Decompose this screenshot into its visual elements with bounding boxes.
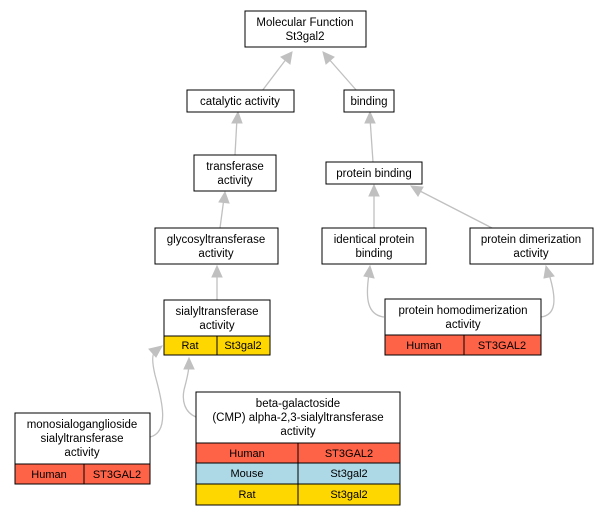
edge-arrowhead: [218, 190, 230, 204]
node-label: sialyltransferase: [175, 306, 258, 318]
edge-monosialo-to-sialyl: [149, 351, 164, 438]
gene-label: St3gal2: [224, 340, 261, 352]
node-monosialoganglioside-activity[interactable]: monosialoganglioside sialyltransferase a…: [14, 412, 151, 485]
node-label: activity: [199, 320, 234, 332]
edge-catalytic-to-root: [261, 57, 288, 92]
annotation-row-rat: Rat St3gal2: [163, 335, 271, 356]
node-label: activity: [217, 175, 252, 187]
node-label: binding: [350, 96, 387, 108]
node-label: beta-galactoside: [256, 398, 340, 410]
node-protein-homodimerization-activity[interactable]: protein homodimerization activity Human …: [384, 298, 542, 356]
edge-homodimer-to-dimerization: [540, 273, 555, 318]
edge-arrowhead: [543, 264, 555, 279]
node-label: glycosyltransferase: [167, 234, 265, 246]
node-label: identical protein: [334, 234, 415, 246]
gene-label: St3gal2: [330, 468, 367, 480]
node-label: binding: [355, 248, 392, 260]
species-label: Mouse: [230, 468, 263, 480]
node-transferase-activity[interactable]: transferase activity: [193, 154, 277, 192]
edge-transferase-to-catalytic: [234, 117, 238, 156]
node-label: St3gal2: [285, 31, 324, 43]
edge-homodimer-to-identical: [366, 273, 385, 318]
node-label: activity: [280, 426, 315, 438]
annotation-row-human: Human ST3GAL2: [384, 334, 542, 356]
annotation-row-mouse: Mouse St3gal2: [195, 462, 401, 485]
species-label: Rat: [181, 340, 198, 352]
edge-arrowhead: [280, 51, 293, 65]
node-molecular-function[interactable]: Molecular Function St3gal2: [244, 10, 367, 48]
edge-binding-to-root: [327, 57, 358, 92]
node-label: sialyltransferase: [40, 433, 123, 445]
annotation-row-rat: Rat St3gal2: [195, 483, 401, 506]
edge-arrowhead: [231, 110, 243, 124]
edge-arrowhead: [322, 51, 335, 65]
node-label: Molecular Function: [256, 17, 353, 29]
gene-cell: [216, 335, 271, 356]
node-label: activity: [445, 319, 480, 331]
edge-arrowhead: [364, 110, 376, 124]
species-label: Human: [229, 448, 264, 460]
species-label: Rat: [238, 489, 255, 501]
node-beta-galactoside-activity[interactable]: beta-galactoside (CMP) alpha-2,3-sialylt…: [195, 391, 401, 506]
edge-betagal-to-sialyl: [182, 363, 197, 418]
node-label: catalytic activity: [200, 96, 280, 108]
edge-glycosyl-to-transferase: [219, 197, 225, 229]
node-label: protein homodimerization: [398, 305, 527, 317]
node-identical-protein-binding[interactable]: identical protein binding: [321, 227, 427, 265]
node-binding[interactable]: binding: [343, 89, 395, 113]
species-label: Human: [406, 340, 441, 352]
node-label: protein dimerization: [481, 234, 581, 246]
annotation-row-human: Human ST3GAL2: [14, 463, 151, 485]
node-label: protein binding: [336, 168, 411, 180]
node-label: transferase: [206, 161, 264, 173]
gene-cell: [463, 334, 542, 356]
node-label: monosialoganglioside: [27, 419, 138, 431]
gene-cell: [297, 483, 401, 506]
node-label: activity: [513, 248, 548, 260]
edge-proteinbinding-to-binding: [369, 117, 374, 163]
gene-label: ST3GAL2: [93, 469, 141, 481]
node-glycosyltransferase-activity[interactable]: glycosyltransferase activity: [154, 227, 279, 265]
edge-arrowhead: [368, 183, 380, 197]
edge-arrowhead: [409, 185, 424, 197]
gene-label: ST3GAL2: [325, 448, 373, 460]
edge-arrowhead: [363, 264, 375, 279]
gene-cell: [83, 463, 151, 485]
annotation-row-human: Human ST3GAL2: [195, 442, 401, 464]
gene-label: St3gal2: [330, 489, 367, 501]
species-label: Human: [31, 469, 66, 481]
edge-arrowhead: [211, 264, 223, 278]
node-label: activity: [64, 447, 99, 459]
node-label: (CMP) alpha-2,3-sialyltransferase: [212, 412, 383, 424]
edge-dimerization-to-proteinbinding: [417, 189, 493, 229]
edges: [148, 51, 555, 438]
node-sialyltransferase-activity[interactable]: sialyltransferase activity Rat St3gal2: [163, 299, 271, 356]
node-protein-dimerization-activity[interactable]: protein dimerization activity: [469, 227, 594, 265]
node-protein-binding[interactable]: protein binding: [325, 161, 423, 185]
gene-label: ST3GAL2: [478, 340, 526, 352]
edge-arrowhead: [183, 356, 195, 370]
node-label: activity: [198, 248, 233, 260]
node-catalytic-activity[interactable]: catalytic activity: [186, 89, 295, 113]
edge-arrowhead: [148, 345, 163, 358]
